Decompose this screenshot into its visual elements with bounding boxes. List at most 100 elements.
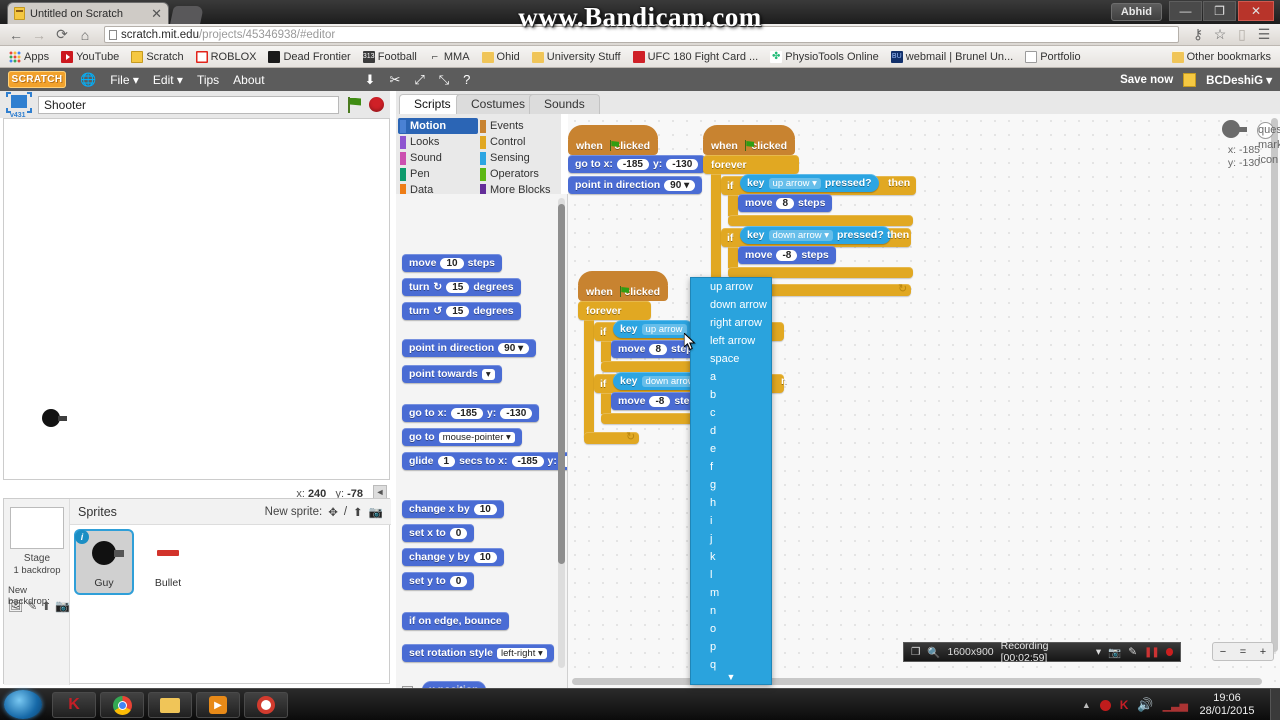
project-title-input[interactable]	[38, 95, 339, 114]
home-icon[interactable]: ⌂	[80, 26, 90, 43]
script3-when-flag-clicked[interactable]: when clicked	[578, 271, 668, 301]
script3-key-pressed-1[interactable]: key up arrow	[613, 320, 694, 338]
window-select-icon[interactable]: ❐	[911, 646, 921, 658]
category-motion[interactable]: Motion	[398, 118, 478, 134]
menu-tips[interactable]: Tips	[196, 72, 220, 87]
category-sensing[interactable]: Sensing	[478, 150, 558, 166]
pencil-icon[interactable]: ✎	[1128, 646, 1137, 658]
dropdown-item-e[interactable]: e	[710, 443, 717, 455]
bookmark-star-icon[interactable]: ☆	[1213, 26, 1227, 42]
key-option-dropdown[interactable]: up arrow down arrow right arrow left arr…	[690, 277, 772, 685]
menu-about[interactable]: About	[233, 72, 265, 87]
show-hidden-icons[interactable]: ▲	[1081, 700, 1091, 710]
minimize-button[interactable]: —	[1169, 1, 1202, 21]
dropdown-item-c[interactable]: c	[710, 407, 716, 419]
blocks-palette[interactable]: move 10 steps turn ↻ 15 degrees turn ↺ 1…	[396, 194, 568, 688]
magnifier-icon[interactable]: 🔍	[927, 646, 941, 659]
dropdown-item-i[interactable]: i	[710, 515, 713, 527]
new-tab-button[interactable]	[170, 6, 204, 24]
block-point-towards[interactable]: point towards ▾	[402, 365, 502, 383]
sprite-info-badge[interactable]: i	[75, 530, 89, 544]
block-move-steps[interactable]: move 10 steps	[402, 254, 502, 272]
upload-icon[interactable]: ⬆	[353, 506, 363, 519]
bookmark-ufc[interactable]: UFC 180 Fight Card ...	[628, 48, 764, 66]
category-sound[interactable]: Sound	[398, 150, 478, 166]
block-point-in-direction[interactable]: point in direction 90 ▾	[402, 339, 537, 357]
dropdown-item-h[interactable]: h	[710, 497, 717, 509]
back-icon[interactable]: ←	[9, 26, 23, 43]
palette-scrollbar[interactable]	[558, 198, 565, 668]
globe-icon[interactable]: 🌐	[80, 71, 97, 87]
dropdown-item-l[interactable]: l	[710, 569, 713, 581]
green-flag-icon[interactable]	[345, 96, 363, 114]
reporter-x-position[interactable]: x position	[422, 681, 486, 688]
stop-sign-icon[interactable]	[369, 97, 384, 112]
help-icon[interactable]: ?	[463, 72, 471, 87]
script2-move-steps-2[interactable]: move -8 steps	[738, 246, 836, 264]
bookmark-roblox[interactable]: ROBLOX	[191, 48, 262, 66]
forward-icon[interactable]: →	[32, 26, 46, 43]
category-data[interactable]: Data	[398, 182, 478, 198]
bookmark-university-stuff[interactable]: University Stuff	[527, 48, 626, 66]
bandicam-recording-bar[interactable]: ❐ 🔍 1600x900 Recording [00:02:59] ▾ 📷 ✎ …	[903, 640, 1181, 664]
script2-move-steps-1[interactable]: move 8 steps	[738, 194, 833, 212]
sprite-card-guy[interactable]: i Guy	[75, 530, 132, 593]
block-go-to-target[interactable]: go to mouse-pointer ▾	[402, 428, 522, 446]
dropdown-item-a[interactable]: a	[710, 371, 717, 383]
dropdown-item-down-arrow[interactable]: down arrow	[710, 299, 767, 311]
category-pen[interactable]: Pen	[398, 166, 478, 182]
bookmark-mma[interactable]: ⌐MMA	[424, 48, 475, 66]
stage-thumbnail[interactable]	[10, 507, 64, 549]
fullscreen-stage-icon[interactable]: v431	[6, 91, 32, 119]
dropdown-item-d[interactable]: d	[710, 425, 717, 437]
pencil-icon[interactable]: /	[343, 505, 348, 518]
menu-file[interactable]: File ▾	[110, 72, 139, 87]
shrink-icon[interactable]: ⤡	[438, 71, 450, 87]
tab-costumes[interactable]: Costumes	[456, 94, 541, 114]
browser-zoom-controls[interactable]: − = +	[1212, 642, 1274, 661]
taskbar-media-player[interactable]: ▶	[196, 692, 240, 718]
script1-go-to-xy[interactable]: go to x: -185 y: -130	[568, 155, 706, 173]
maximize-button[interactable]: ❐	[1203, 1, 1236, 21]
dropdown-item-m[interactable]: m	[710, 587, 720, 599]
category-events[interactable]: Events	[478, 118, 558, 134]
category-more-blocks[interactable]: More Blocks	[478, 182, 558, 198]
script2-forever-block[interactable]: forever	[703, 155, 799, 174]
dropdown-arrow-icon[interactable]: ▾	[1095, 646, 1102, 658]
save-now-button[interactable]: Save now	[1120, 73, 1174, 86]
scissors-icon[interactable]: ✂	[389, 71, 401, 87]
dropdown-item-n[interactable]: n	[710, 605, 717, 617]
block-glide[interactable]: glide 1 secs to x: -185 y: -1	[402, 452, 567, 470]
canvas-vertical-scrollbar[interactable]	[1271, 118, 1278, 652]
block-if-on-edge-bounce[interactable]: if on edge, bounce	[402, 612, 509, 630]
dropdown-item-b[interactable]: b	[710, 389, 717, 401]
reload-icon[interactable]: ⟳	[56, 26, 68, 42]
bookmark-portfolio[interactable]: Portfolio	[1020, 48, 1085, 66]
taskbar-explorer[interactable]	[148, 692, 192, 718]
bookmark-dead-frontier[interactable]: Dead Frontier	[263, 48, 355, 66]
dropdown-item-j[interactable]: j	[710, 533, 713, 545]
grow-icon[interactable]: ⤢	[414, 71, 425, 87]
close-tab-icon[interactable]: ✕	[151, 6, 162, 21]
zoom-reset-icon[interactable]: =	[1239, 645, 1247, 658]
dropdown-item-q[interactable]: q	[710, 659, 717, 671]
zoom-in-icon[interactable]: +	[1259, 645, 1267, 658]
block-go-to-xy[interactable]: go to x: -185 y: -130	[402, 404, 540, 422]
browser-tab[interactable]: Untitled on Scratch ✕	[8, 3, 168, 24]
network-icon[interactable]: ▁▃▅	[1162, 699, 1188, 712]
window-user-button[interactable]: Abhid	[1110, 3, 1162, 21]
question-mark-icon[interactable]: question-mark-icon	[1257, 122, 1280, 166]
dropdown-item-k[interactable]: k	[710, 551, 716, 563]
script2-key-pressed-1[interactable]: key up arrow ▾ pressed?	[740, 174, 879, 192]
script3-key-pressed-2[interactable]: key down arrow	[613, 372, 706, 390]
bookmark-physiotools[interactable]: ✤PhysioTools Online	[765, 48, 884, 66]
dropdown-item-space[interactable]: space	[710, 353, 740, 365]
stage-sprite-guy[interactable]	[42, 409, 67, 431]
other-bookmarks[interactable]: Other bookmarks	[1167, 48, 1276, 66]
camera-icon[interactable]: 📷	[368, 506, 383, 519]
bookmark-apps[interactable]: Apps	[4, 48, 54, 66]
show-desktop-button[interactable]	[1270, 689, 1280, 720]
pencil-icon[interactable]: ✎	[27, 599, 38, 613]
taskbar-clock[interactable]: 19:06 28/01/2015	[1192, 692, 1262, 718]
